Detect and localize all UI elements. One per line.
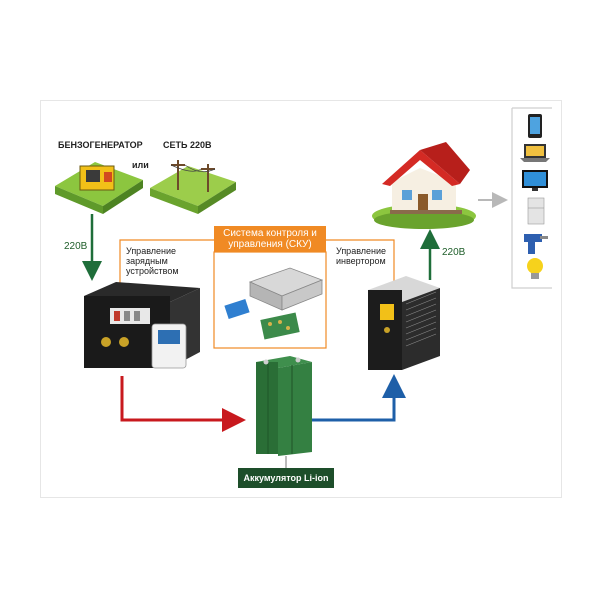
control-lines [119,239,395,300]
sku-title: Система контроля и управления (СКУ) [214,226,326,252]
control-module-icon [224,267,324,340]
charger-control-label: Управление зарядным устройством [126,246,179,276]
charge-arrow [120,376,246,432]
battery-icon [256,356,312,456]
generator-label: БЕНЗОГЕНЕРАТОР [58,140,143,150]
laptop-icon [520,144,550,162]
power-grid-icon [150,160,236,214]
grid-label: СЕТЬ 220В [163,140,212,150]
phone-icon [528,114,542,138]
house-icon [372,142,476,229]
drill-icon [524,234,548,254]
appliance-bracket [511,108,552,289]
tv-icon [522,170,548,191]
generator-icon [55,162,143,214]
battery-label: Аккумулятор Li-ion [238,468,334,488]
input-voltage-label: 220В [64,241,88,252]
fridge-icon [527,197,545,225]
inverter-icon [368,276,440,370]
lightbulb-icon [527,258,543,279]
discharge-arrow [312,374,406,422]
or-label: или [132,160,149,170]
inverter-control-label: Управление инвертором [336,246,387,266]
output-voltage-label: 220В [442,247,466,258]
charger-icon [84,282,200,369]
